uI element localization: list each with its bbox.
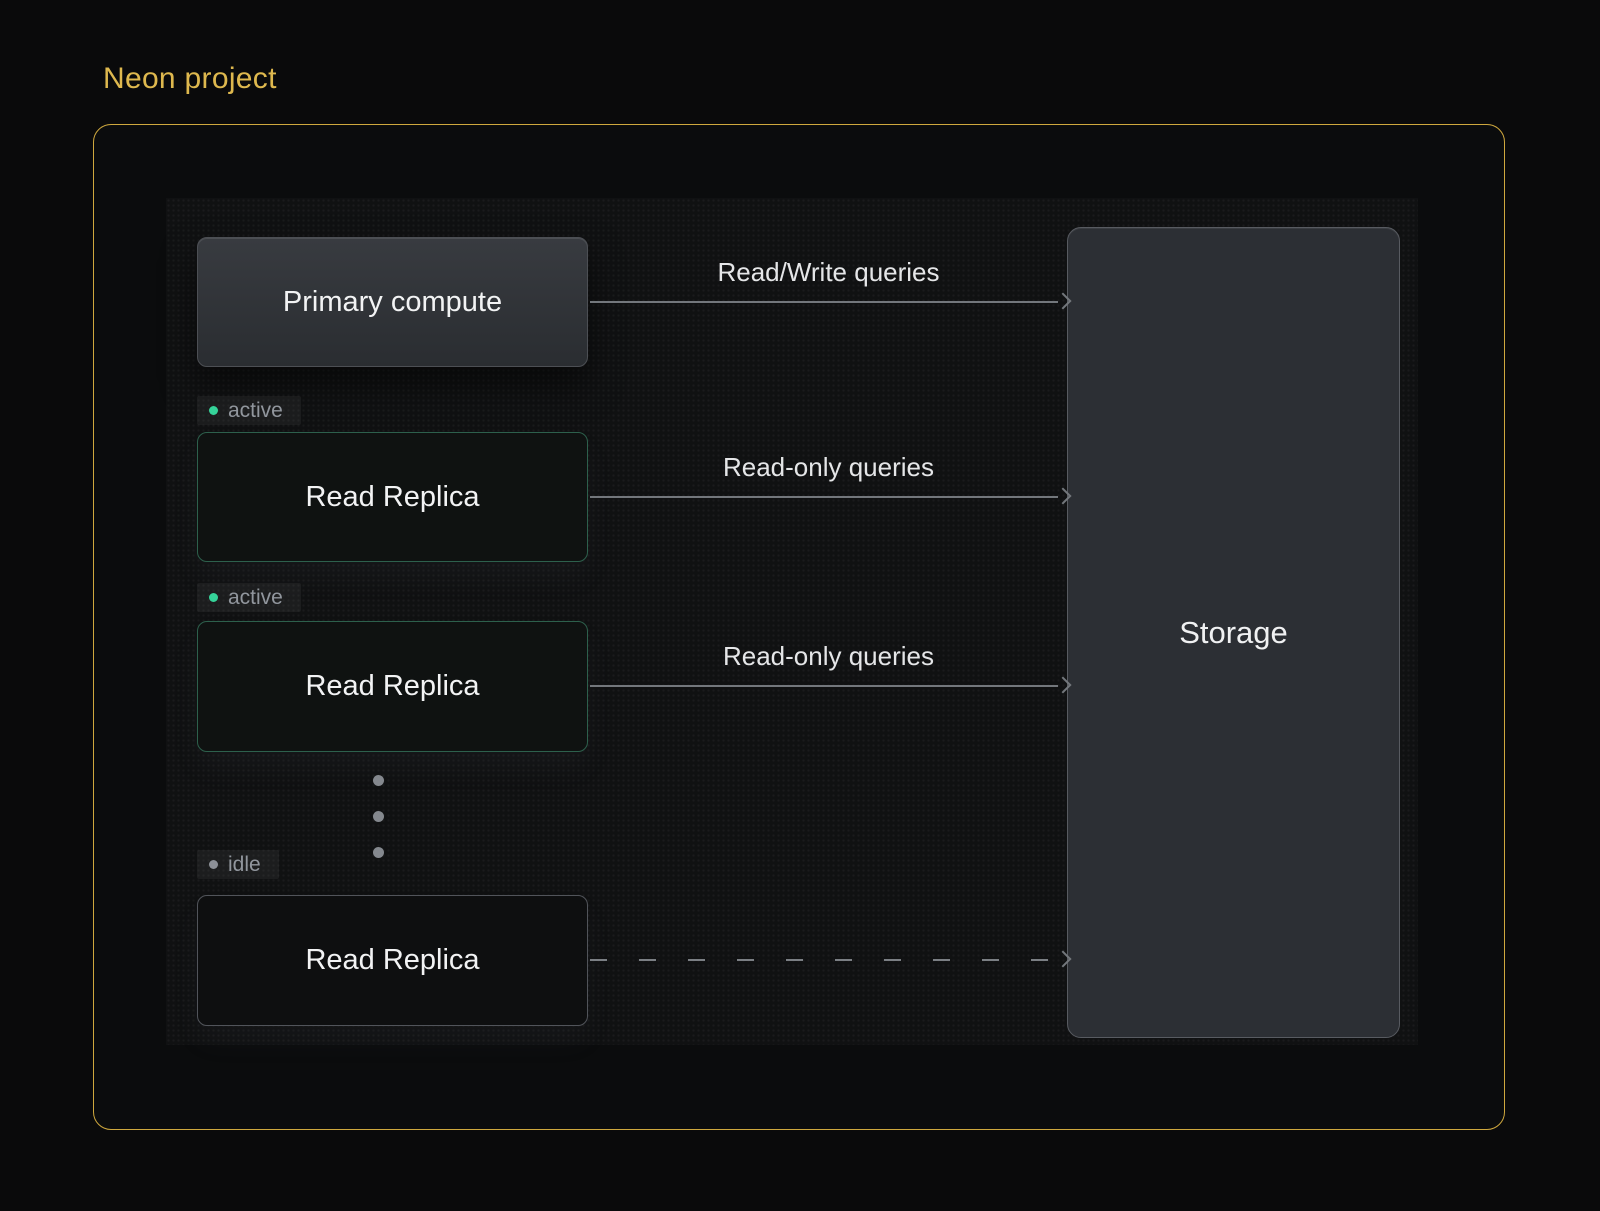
idle-status-dot-icon [209,860,218,869]
arrow-line [590,300,1058,304]
ellipsis-dot-icon [373,811,384,822]
node-read-replica-2-label: Read Replica [305,670,480,702]
page-title: Neon project [103,62,277,95]
status-chip-replica-1: active [197,396,301,425]
node-read-replica-1: Read Replica [197,432,588,562]
node-read-replica-3: Read Replica [197,895,588,1026]
ellipsis-dot-icon [373,847,384,858]
dashed-arrow-line [590,958,1058,962]
active-status-dot-icon [209,406,218,415]
node-read-replica-1-label: Read Replica [305,480,480,513]
edge-label: Read/Write queries [717,257,940,287]
edge-label: Read-only queries [722,641,934,671]
node-storage: Storage [1067,227,1400,1038]
node-storage-label: Storage [1179,614,1288,650]
node-primary-compute-label: Primary compute [282,285,503,318]
node-read-replica-2: Read Replica [197,621,588,752]
active-status-dot-icon [209,593,218,602]
arrow-line [590,495,1058,499]
status-label: active [228,585,283,609]
ellipsis-dot-icon [373,775,384,786]
node-read-replica-3-label: Read Replica [305,944,480,976]
arrow-line [590,684,1058,688]
node-primary-compute: Primary compute [197,237,588,367]
edge-label: Read-only queries [722,452,934,482]
status-chip-replica-3: idle [197,850,279,879]
status-chip-replica-2: active [197,583,301,612]
status-label: active [228,398,283,422]
status-label: idle [228,852,261,876]
